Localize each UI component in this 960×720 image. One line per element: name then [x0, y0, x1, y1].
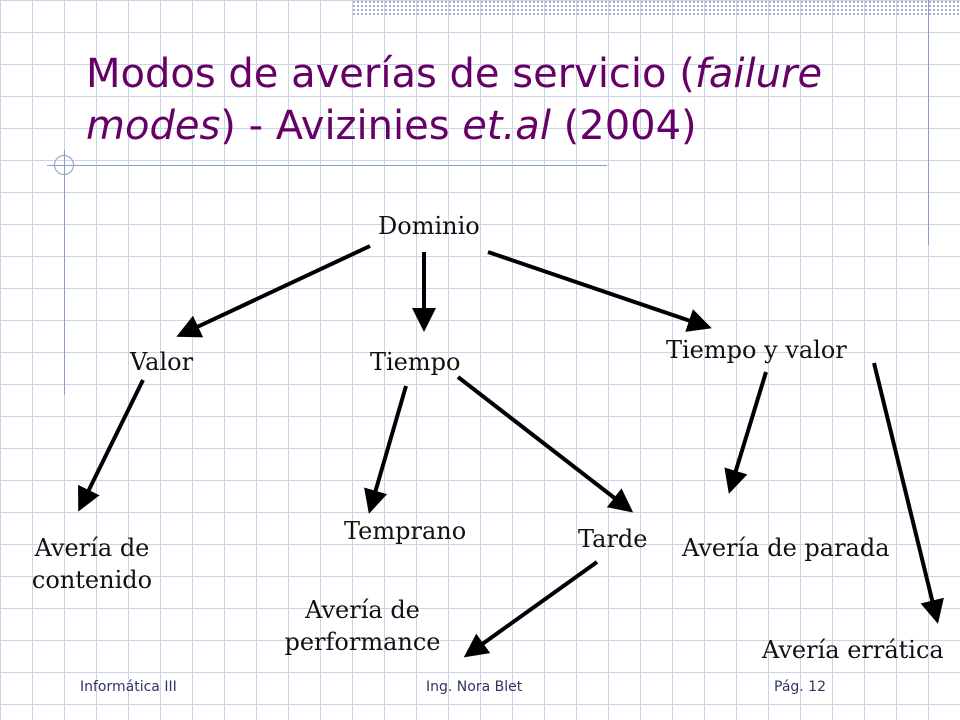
- node-averia-contenido-line-2: contenido: [31, 566, 153, 594]
- arrow-tiempo-y-valor-to-averia-erratica: [872, 362, 944, 624]
- node-averia-performance: Avería de performance: [280, 594, 445, 658]
- decorative-circle: [54, 155, 74, 175]
- arrow-dominio-to-tiempo-y-valor: [487, 250, 712, 332]
- footer-course: Informática III: [80, 679, 177, 695]
- node-dominio: Dominio: [378, 212, 480, 240]
- arrow-tiempo-to-tarde: [456, 375, 634, 513]
- node-averia-contenido-line-1: Avería de: [34, 534, 150, 562]
- node-averia-parada: Avería de parada: [682, 534, 890, 562]
- node-averia-performance-line-2: performance: [284, 628, 441, 656]
- node-averia-erratica: Avería errática: [762, 636, 944, 664]
- decorative-dot-band: [352, 0, 960, 16]
- decorative-line-right: [928, 0, 929, 245]
- arrow-valor-to-averia-contenido: [78, 379, 145, 512]
- node-temprano: Temprano: [344, 517, 467, 545]
- decorative-line-vertical: [64, 150, 65, 395]
- arrow-tiempo-y-valor-to-averia-parada: [724, 371, 768, 494]
- node-tiempo: Tiempo: [370, 348, 461, 376]
- arrow-tarde-to-averia-performance: [463, 560, 599, 658]
- footer-page-number: Pág. 12: [774, 679, 826, 695]
- node-valor: Valor: [130, 348, 194, 376]
- slide-title: Modos de averías de servicio (failure mo…: [86, 51, 823, 149]
- node-averia-performance-line-1: Avería de: [305, 596, 420, 624]
- decorative-line-horizontal: [47, 165, 607, 166]
- node-tiempo-y-valor: Tiempo y valor: [666, 336, 847, 364]
- node-averia-contenido: Avería de contenido: [22, 532, 162, 596]
- footer-author: Ing. Nora Blet: [426, 679, 523, 695]
- arrow-tiempo-to-temprano: [364, 385, 408, 514]
- node-tarde: Tarde: [578, 525, 648, 553]
- arrow-dominio-to-valor: [176, 244, 371, 338]
